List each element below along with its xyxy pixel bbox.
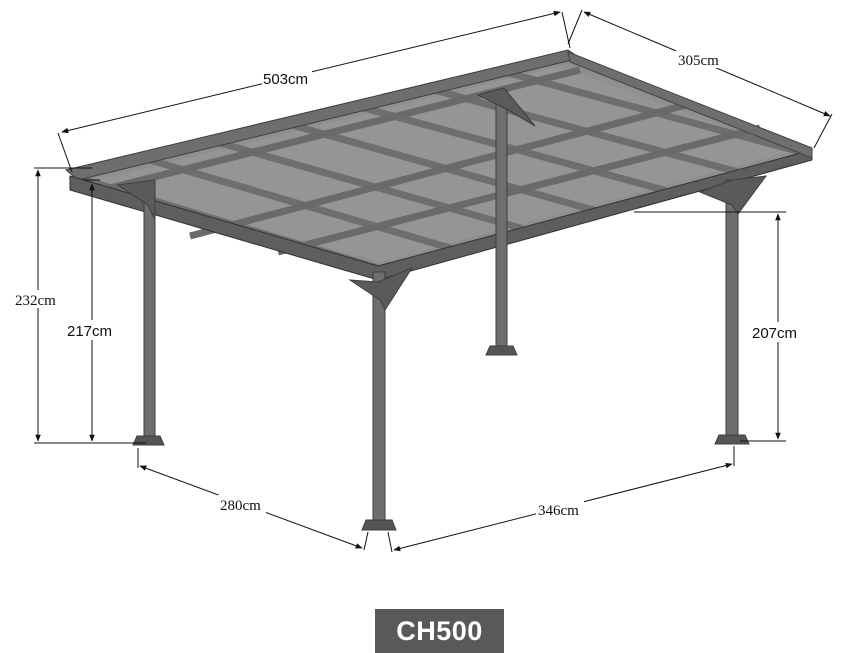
post — [143, 189, 156, 441]
dim-clearance-front-label: 217cm — [67, 323, 112, 340]
post-bracket — [116, 179, 156, 221]
dimension-labels: 503cm 305cm 232cm 217cm 207cm 280cm 346c… — [14, 50, 806, 519]
dim-depth-label: 280cm — [220, 498, 261, 514]
purlin — [189, 100, 691, 240]
roof — [64, 49, 814, 281]
dim-width-label: 305cm — [678, 53, 719, 69]
post — [372, 271, 386, 523]
post-bracket — [348, 266, 414, 312]
post — [725, 179, 739, 439]
post — [495, 89, 508, 351]
post-base — [714, 434, 750, 445]
post-base — [485, 345, 518, 356]
dim-post-span-label: 346cm — [538, 503, 579, 519]
post-base — [132, 435, 165, 446]
post-base — [361, 519, 397, 531]
post-bracket — [698, 175, 768, 215]
front-gutter-beam — [69, 149, 813, 281]
model-badge: CH500 — [375, 609, 504, 653]
purlin — [277, 124, 761, 256]
dim-clearance-back-label: 207cm — [752, 325, 797, 342]
model-name: CH500 — [396, 615, 483, 646]
dim-length-label: 503cm — [263, 71, 308, 88]
dim-height-front-label: 232cm — [15, 293, 56, 309]
